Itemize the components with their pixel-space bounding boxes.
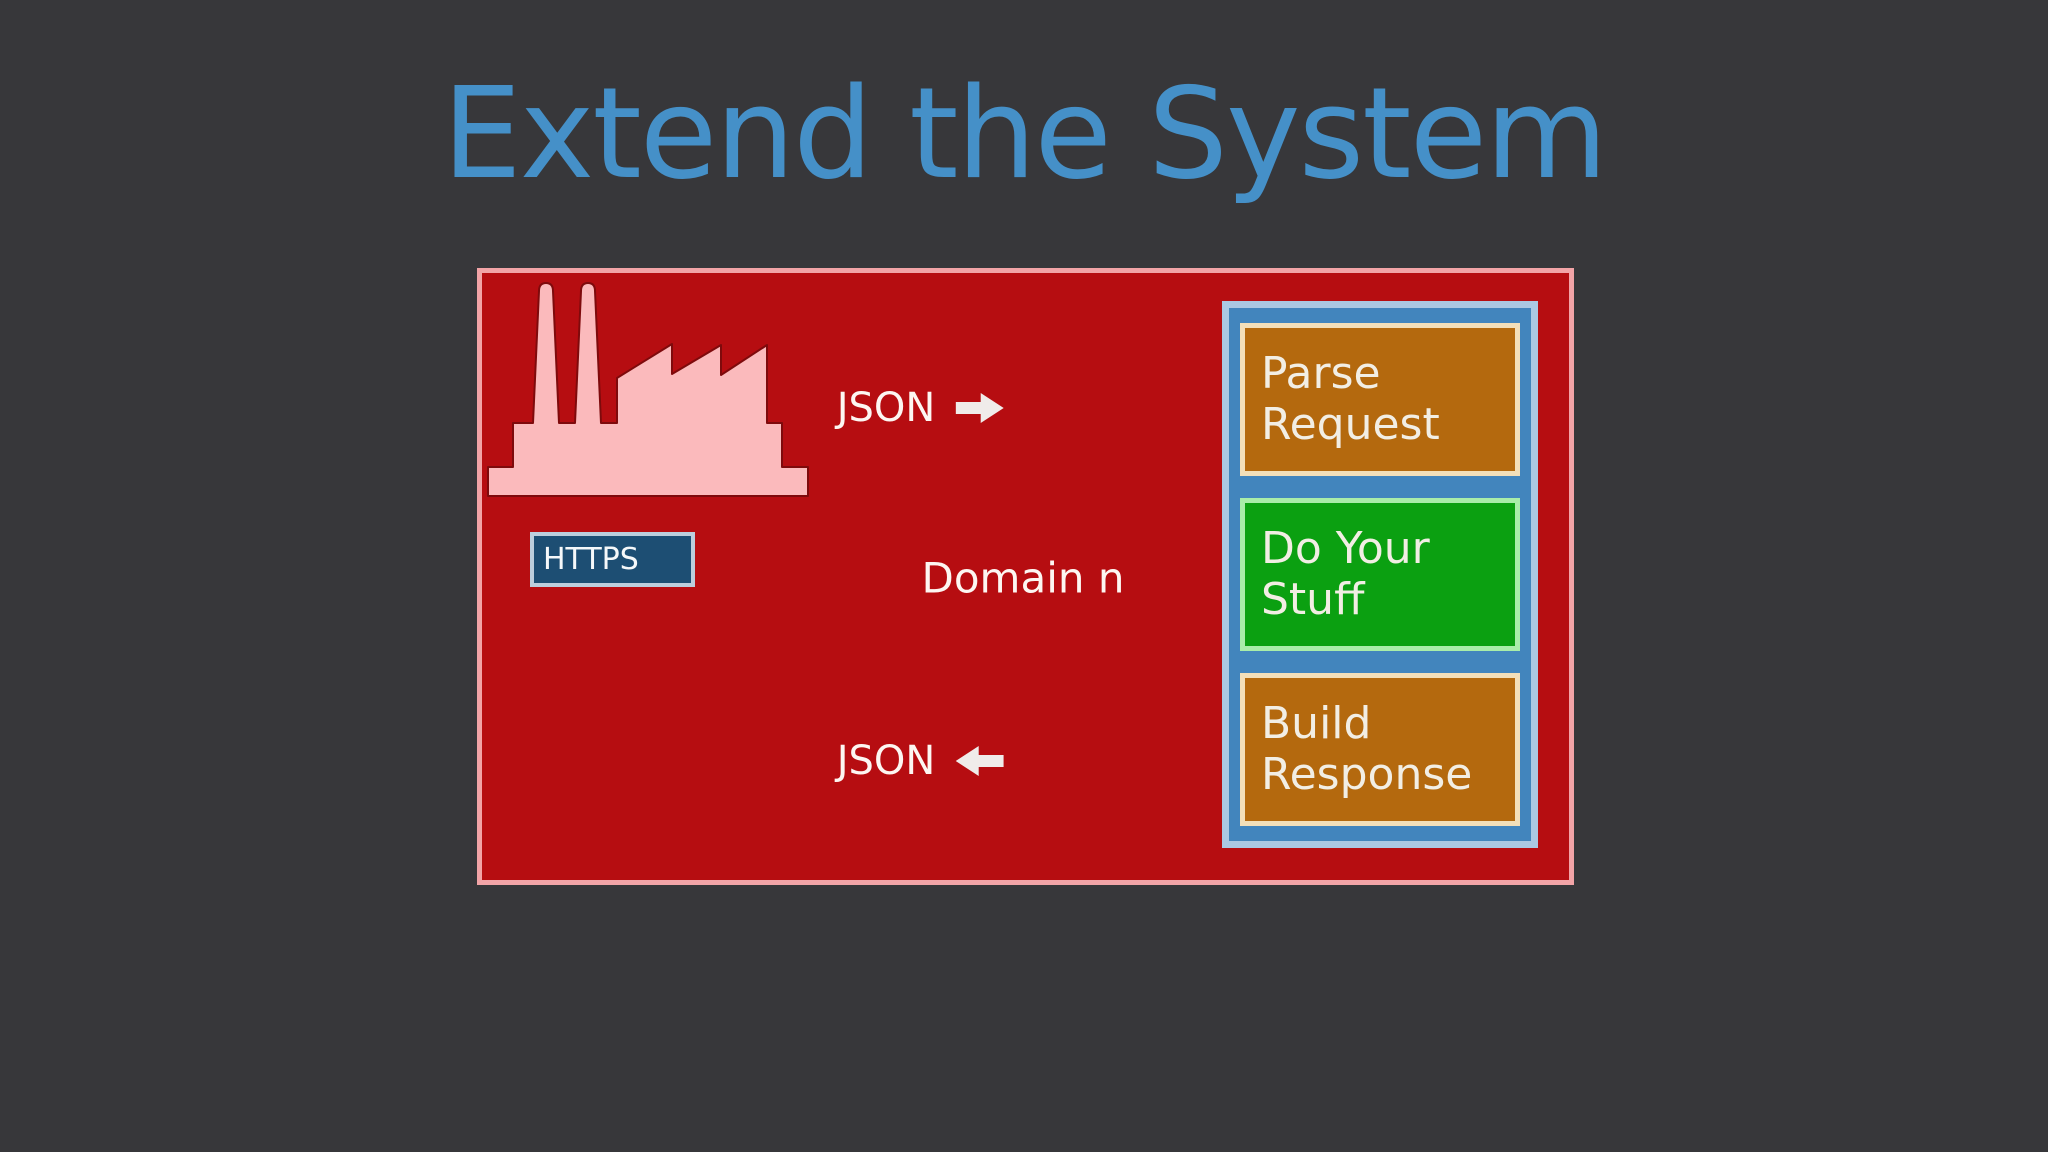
pipeline-container: Parse Request Do Your Stuff Build Respon…	[1222, 301, 1538, 848]
domain-panel: HTTPS JSON Domain n JSON Parse Request	[477, 268, 1574, 885]
json-response-flow: JSON	[837, 738, 1004, 784]
domain-label: Domain n	[921, 553, 1125, 603]
step-label: Build Response	[1261, 698, 1473, 800]
json-response-label: JSON	[836, 738, 936, 784]
page-title: Extend the System	[442, 60, 1608, 207]
json-request-flow: JSON	[837, 385, 1004, 431]
https-label: HTTPS	[543, 542, 639, 577]
step-label: Parse Request	[1261, 348, 1440, 450]
step-label: Do Your Stuff	[1261, 523, 1430, 625]
arrow-left-icon	[955, 744, 1004, 778]
json-request-label: JSON	[836, 385, 936, 431]
factory-icon	[487, 282, 809, 497]
step-do-your-stuff: Do Your Stuff	[1240, 498, 1520, 651]
step-build-response: Build Response	[1240, 673, 1520, 826]
arrow-right-icon	[955, 391, 1004, 425]
step-parse-request: Parse Request	[1240, 323, 1520, 476]
https-chip: HTTPS	[530, 532, 695, 587]
